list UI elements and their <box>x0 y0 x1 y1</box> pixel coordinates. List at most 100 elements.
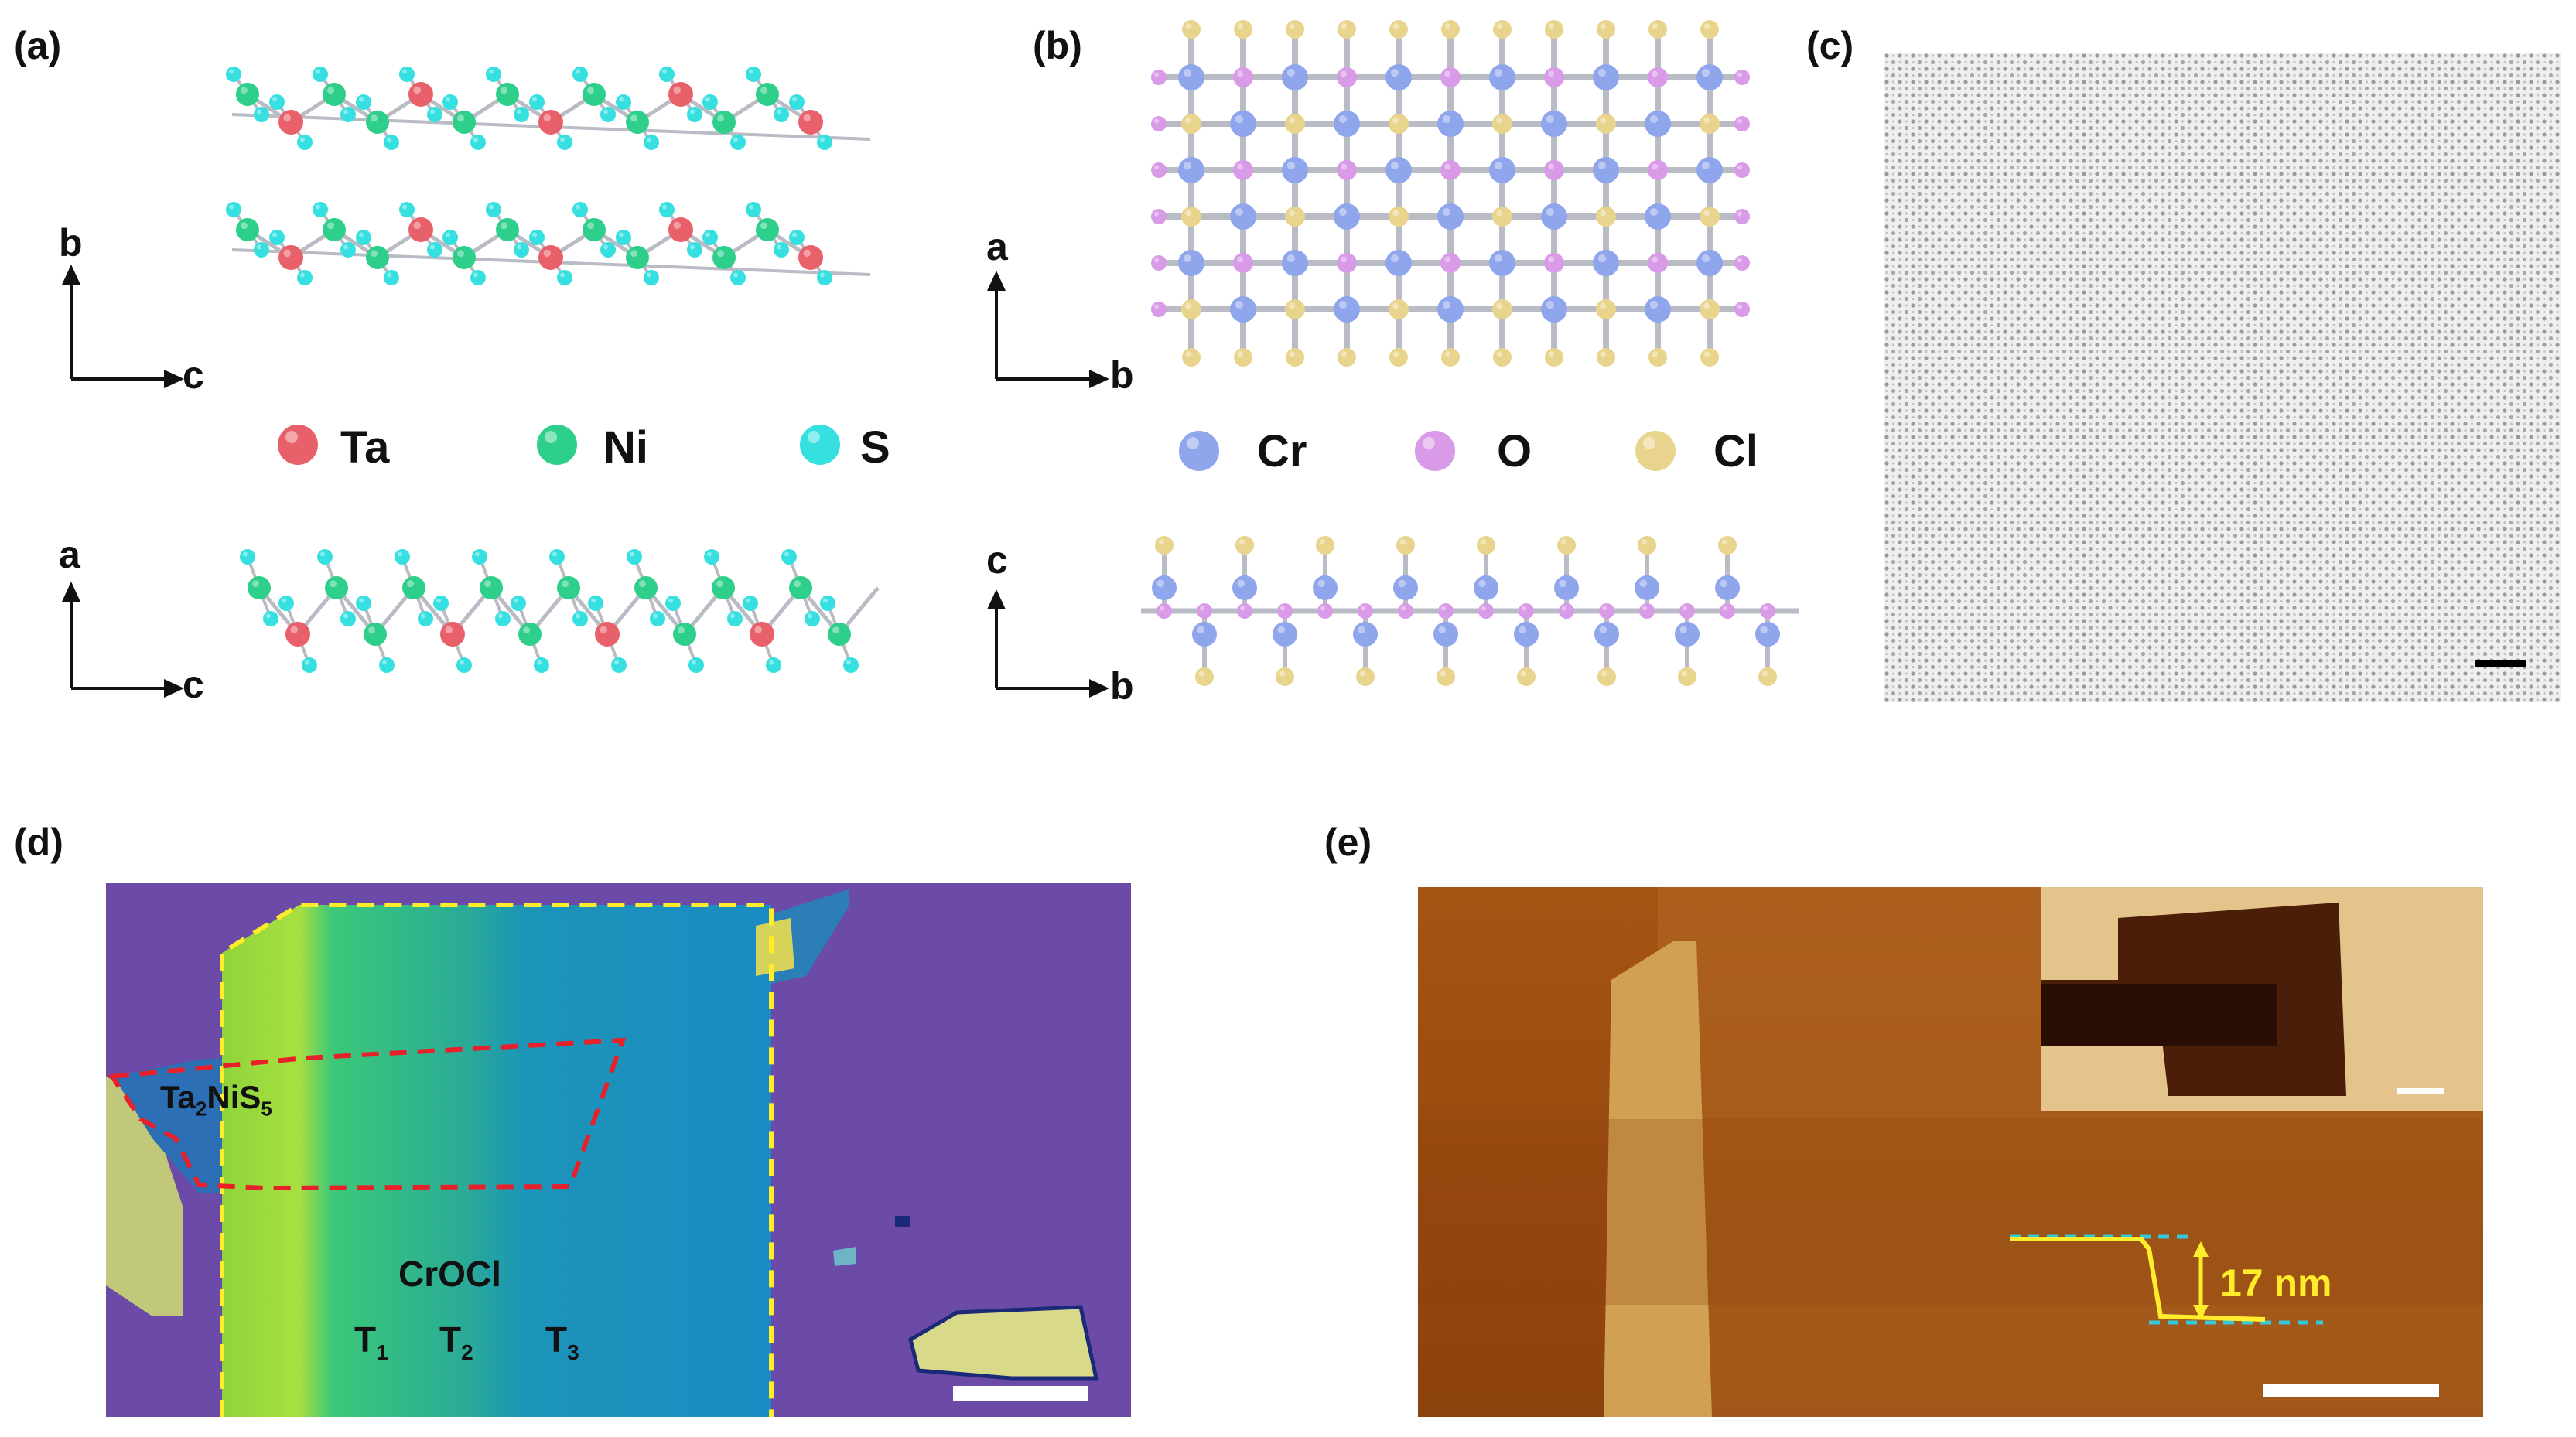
cl-atom <box>1545 20 1563 39</box>
o-atom <box>1492 114 1512 134</box>
s-atom <box>384 135 399 150</box>
cl-atom <box>1493 20 1512 39</box>
ta-atom <box>668 217 693 242</box>
cr-atom <box>1192 622 1217 647</box>
panel-a-structure <box>62 67 880 698</box>
o-atom <box>1337 67 1357 87</box>
s-atom <box>704 549 719 565</box>
left-flake <box>106 1077 183 1316</box>
cr-atom <box>1178 64 1204 90</box>
o-atom <box>1151 255 1167 271</box>
s-atom <box>418 611 433 626</box>
s-atom <box>688 657 704 673</box>
cl-atom <box>1545 348 1563 367</box>
cr-atom <box>1645 111 1671 137</box>
cr-atom <box>1594 622 1619 647</box>
scale-bar-e <box>2263 1384 2439 1397</box>
s-atom <box>702 94 718 110</box>
s-atom <box>384 270 399 285</box>
s-atom <box>263 611 278 626</box>
o-atom <box>1277 603 1293 619</box>
ni-atom <box>673 623 696 646</box>
stem-lattice <box>1884 53 2561 702</box>
ni-atom <box>325 576 348 599</box>
panel-label-e: (e) <box>1324 821 1372 864</box>
s-atom <box>557 270 572 285</box>
s-atom <box>427 107 442 122</box>
o-atom <box>1700 114 1720 134</box>
label-crocl: CrOCl <box>398 1254 501 1294</box>
afm-inset <box>2041 887 2483 1111</box>
o-atom <box>1233 160 1253 180</box>
cl-atom <box>1517 667 1536 686</box>
ta-atom <box>408 82 433 107</box>
o-atom <box>1734 70 1750 85</box>
cr-atom <box>1696 157 1723 183</box>
o-atom <box>1734 209 1750 224</box>
s-atom <box>774 242 789 258</box>
s-atom <box>470 135 486 150</box>
o-atom <box>1151 162 1167 178</box>
s-atom <box>687 242 702 258</box>
cl-atom <box>1493 348 1512 367</box>
s-atom <box>529 94 545 110</box>
afm-darker-band <box>1418 1119 2483 1305</box>
panel-b-structure <box>987 20 1799 698</box>
axis-label-b-b: b <box>1110 353 1134 397</box>
s-atom <box>356 596 371 611</box>
o-atom <box>1389 299 1409 319</box>
ta-atom <box>798 245 823 270</box>
cr-atom <box>1282 250 1308 276</box>
legend-cl-label: Cl <box>1713 426 1758 476</box>
ta-atom <box>285 622 310 647</box>
cr-atom <box>1230 296 1256 323</box>
s-atom <box>687 107 702 122</box>
cl-atom <box>1182 348 1201 367</box>
cr-atom <box>1474 575 1498 600</box>
s-atom <box>774 107 789 122</box>
o-atom <box>1734 116 1750 131</box>
cl-atom <box>1638 536 1656 555</box>
cl-atom <box>1700 348 1719 367</box>
s-atom <box>302 657 317 673</box>
axis-label-c: c <box>183 353 204 397</box>
axes-cb-b <box>987 589 1109 698</box>
o-atom <box>1700 207 1720 227</box>
s-atom <box>240 549 255 565</box>
s-atom <box>472 549 487 565</box>
cr-atom <box>1489 64 1515 90</box>
o-atom <box>1151 116 1167 131</box>
ta-atom <box>408 217 433 242</box>
ni-atom <box>248 576 271 599</box>
small-dot-2 <box>895 1216 910 1227</box>
s-atom <box>495 611 511 626</box>
s-atom <box>644 135 659 150</box>
s-atom <box>730 270 746 285</box>
ni-atom <box>756 83 779 106</box>
s-atom <box>356 230 371 245</box>
panel-label-a: (a) <box>14 24 62 67</box>
s-atom <box>766 657 781 673</box>
ni-atom <box>828 623 851 646</box>
o-atom <box>1648 253 1668 273</box>
legend-ni-label: Ni <box>603 422 648 473</box>
ni-atom <box>518 623 542 646</box>
ni-atom <box>402 576 425 599</box>
s-atom <box>572 202 588 217</box>
s-atom <box>659 67 675 82</box>
s-atom <box>746 202 761 217</box>
height-profile <box>2010 1234 2323 1325</box>
s-atom <box>442 94 458 110</box>
cr-atom <box>1755 622 1780 647</box>
ni-atom <box>364 623 387 646</box>
s-atom <box>549 549 565 565</box>
s-atom <box>511 596 526 611</box>
small-flake-yellow <box>756 918 794 976</box>
cr-atom <box>1696 64 1723 90</box>
tanis-chain-bottom <box>240 549 880 673</box>
cr-atom <box>1541 296 1567 323</box>
o-atom <box>1440 253 1461 273</box>
cl-atom <box>1718 536 1737 555</box>
o-atom <box>1151 209 1167 224</box>
o-atom <box>1285 114 1305 134</box>
